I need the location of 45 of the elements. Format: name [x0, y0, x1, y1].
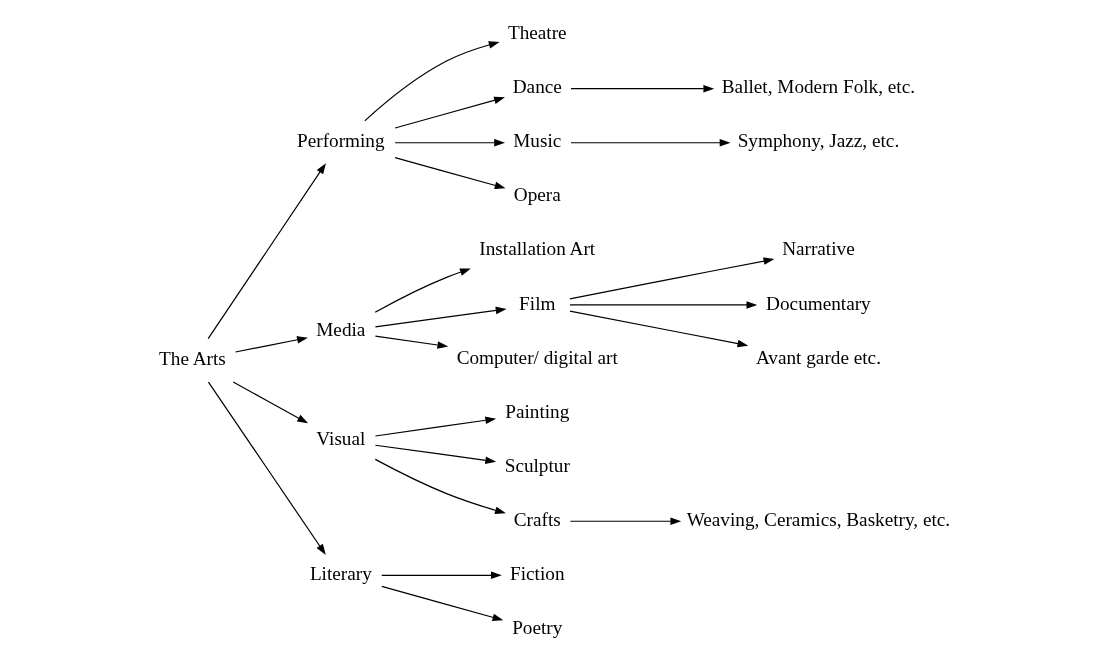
arrow [232, 381, 309, 424]
arrow [381, 571, 502, 580]
node-text: Documentary [766, 292, 871, 314]
node-text: Crafts [513, 508, 561, 530]
node-text: Visual [316, 428, 366, 450]
node-text: Literary [309, 562, 372, 584]
arrow [381, 585, 504, 621]
node-text: Theatre [507, 22, 567, 44]
arrow [569, 517, 682, 526]
node-text: Media [316, 318, 366, 340]
arrow [374, 335, 449, 349]
node-text: Installation Art [479, 238, 596, 260]
node-text: Painting [505, 400, 570, 422]
arrow [569, 257, 775, 300]
arrow [569, 301, 758, 309]
arrow [570, 138, 731, 147]
node-text: The Arts [159, 347, 226, 369]
node-text: Sculptur [504, 454, 570, 476]
arrow [374, 268, 471, 313]
node-text: Narrative [782, 238, 855, 260]
node-text: Symphony, Jazz, etc. [737, 130, 900, 152]
arrow [394, 96, 505, 129]
node-text: Performing [297, 130, 385, 152]
node-text: Music [513, 130, 562, 152]
arrow [234, 336, 308, 353]
arrow [394, 156, 506, 190]
arrow [374, 416, 497, 437]
node-text: Ballet, Modern Folk, etc. [721, 76, 916, 98]
node-text: Film [519, 292, 556, 314]
node-text: Fiction [510, 562, 565, 584]
node-text: Computer/ digital art [456, 346, 618, 368]
node-text: Weaving, Ceramics, Basketry, etc. [686, 508, 951, 530]
arrow [570, 84, 715, 93]
arrow [374, 306, 507, 328]
node-text: Poetry [512, 616, 563, 638]
arrow [374, 458, 506, 514]
arrow [207, 163, 326, 340]
arrow [394, 138, 506, 147]
node-text: Avant garde etc. [755, 346, 881, 368]
arrow [207, 381, 326, 555]
arrow [569, 310, 749, 348]
arrow [374, 444, 497, 464]
arrow [364, 41, 500, 122]
node-text: Opera [513, 184, 561, 206]
node-text: Dance [512, 76, 562, 98]
